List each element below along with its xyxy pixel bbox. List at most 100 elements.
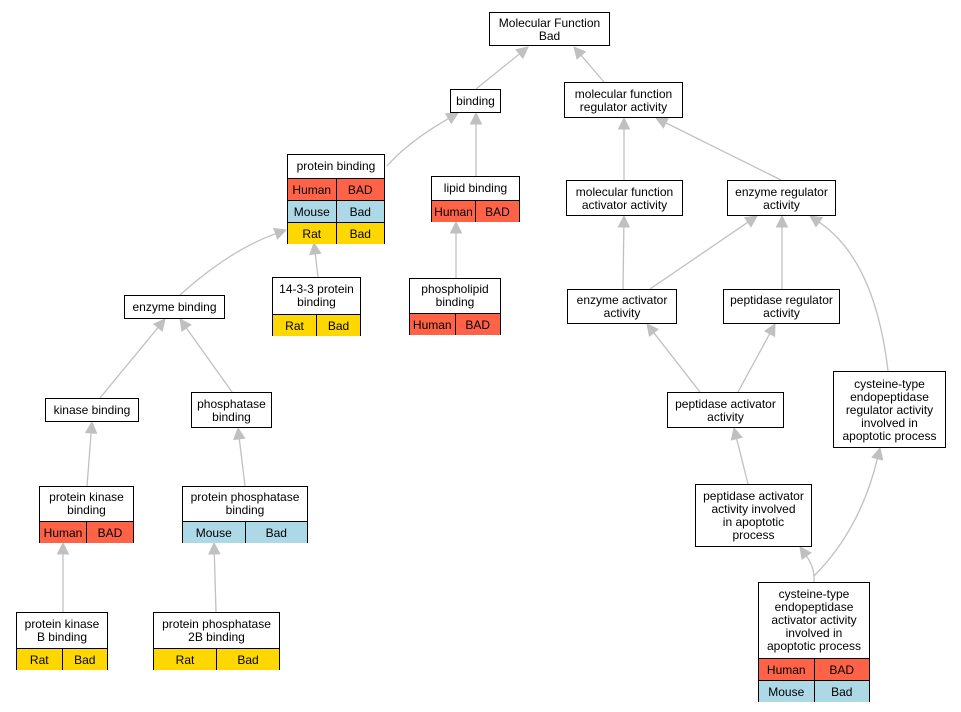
go-term-node[interactable]: phosphatase binding — [191, 392, 272, 428]
go-term-node[interactable]: binding — [450, 89, 501, 113]
go-term-node[interactable]: enzyme activator activity — [567, 289, 677, 324]
gene-symbol: BAD — [475, 201, 519, 222]
edge-line — [818, 221, 889, 372]
go-term-node[interactable]: cysteine-type endopeptidase regulator ac… — [833, 371, 946, 448]
edge-line — [475, 53, 520, 90]
go-term-label: enzyme activator activity — [576, 293, 668, 320]
species-name: Human — [766, 662, 806, 677]
edge-line — [649, 221, 749, 290]
edge-line — [213, 553, 217, 613]
edge-line — [813, 458, 879, 577]
go-term-label: enzyme binding — [132, 300, 217, 314]
go-term-node[interactable]: molecular function regulator activity — [564, 82, 683, 118]
arrowhead-icon — [646, 323, 660, 337]
edge-line — [736, 438, 749, 485]
species-name: Human — [434, 204, 473, 219]
edge-line — [314, 253, 319, 278]
arrowhead-icon — [208, 541, 221, 555]
go-term-node[interactable]: enzyme regulator activity — [727, 180, 836, 216]
edge-line — [185, 327, 233, 393]
edge-line — [386, 117, 449, 167]
edge-line — [622, 226, 625, 290]
species-annotation-row: Mouse Bad — [288, 200, 384, 222]
arrowhead-icon — [763, 323, 776, 338]
go-term-label: protein kinase B binding — [24, 616, 100, 644]
species-annotation-row: Rat Bad — [17, 648, 107, 670]
species-name: Mouse — [293, 204, 330, 219]
species-name: Mouse — [768, 684, 805, 699]
arrowhead-icon — [444, 112, 459, 125]
go-term-node[interactable]: peptidase regulator activity — [723, 289, 840, 324]
edge-line — [737, 333, 771, 393]
gene-symbol: BAD — [813, 659, 870, 680]
edge-line — [805, 555, 815, 583]
go-term-label: phospholipid binding — [421, 282, 489, 309]
edge-line — [580, 54, 605, 83]
gene-symbol: BAD — [86, 522, 133, 543]
go-term-node[interactable]: enzyme binding — [124, 295, 225, 319]
species-name: Human — [292, 182, 332, 197]
arrowhead-icon — [871, 446, 884, 461]
gene-symbol: Bad — [216, 649, 279, 670]
go-term-node[interactable]: cysteine-type endopeptidase activator ac… — [758, 582, 870, 702]
go-term-label: peptidase regulator activity — [730, 293, 833, 320]
arrowhead-icon — [515, 46, 529, 60]
edge-line — [86, 432, 92, 487]
go-term-label: peptidase activator activity — [675, 396, 776, 424]
go-term-label: cysteine-type endopeptidase regulator ac… — [842, 376, 937, 443]
arrowhead-icon — [730, 426, 743, 441]
arrowhead-icon — [469, 111, 483, 125]
go-term-label: enzyme regulator activity — [735, 184, 828, 212]
go-term-node[interactable]: molecular function activator activity — [566, 180, 683, 216]
arrowhead-icon — [84, 420, 98, 434]
go-term-label: Molecular Function Bad — [498, 15, 601, 43]
species-annotation-row: Human BAD — [759, 658, 869, 680]
edge-line — [653, 332, 701, 393]
arrowhead-icon — [233, 426, 246, 441]
go-term-node[interactable]: Molecular Function Bad — [489, 12, 610, 46]
gene-symbol: Bad — [335, 201, 385, 222]
arrowhead-icon — [617, 214, 631, 228]
arrowhead-icon — [799, 546, 812, 561]
gene-symbol: Bad — [61, 649, 108, 670]
species-name: Mouse — [195, 525, 232, 540]
gene-symbol: Bad — [316, 315, 360, 336]
arrowhead-icon — [573, 46, 587, 60]
arrowhead-icon — [449, 220, 463, 234]
go-term-label: cysteine-type endopeptidase activator ac… — [766, 587, 862, 653]
species-name: Rat — [29, 652, 49, 667]
go-term-label: binding — [456, 94, 495, 108]
go-term-label: molecular function activator activity — [575, 184, 674, 212]
go-term-node[interactable]: kinase binding — [45, 398, 139, 422]
go-term-label: protein phosphatase binding — [190, 490, 300, 517]
arrowhead-icon — [743, 215, 758, 228]
arrowhead-icon — [309, 241, 322, 256]
arrowhead-icon — [775, 214, 789, 228]
gene-symbol: BAD — [335, 179, 385, 200]
gene-symbol: BAD — [454, 314, 501, 335]
go-term-label: protein binding — [296, 159, 376, 173]
go-term-label: protein kinase binding — [49, 490, 124, 517]
go-term-label: phosphatase binding — [197, 396, 266, 424]
edge-line — [179, 233, 276, 296]
go-term-label: molecular function regulator activity — [574, 86, 673, 114]
go-term-label: lipid binding — [443, 181, 508, 195]
gene-symbol: Bad — [244, 522, 308, 543]
go-term-node[interactable]: peptidase activator activity — [667, 392, 784, 428]
go-term-label: 14-3-3 protein binding — [279, 282, 354, 309]
go-term-node[interactable]: peptidase activator activity involved in… — [695, 484, 812, 547]
